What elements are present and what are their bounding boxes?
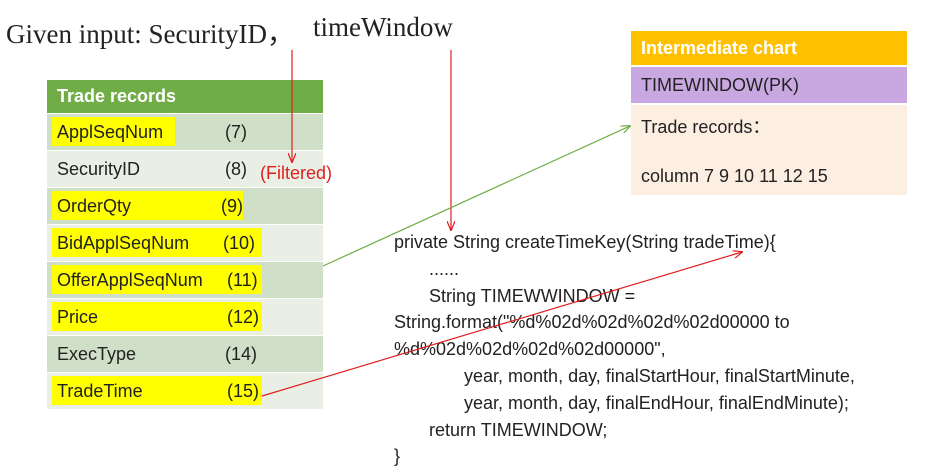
field-name: OrderQty (57, 196, 132, 216)
table-row: BidApplSeqNum (10) (47, 224, 323, 261)
table-row: OrderQty (9) (47, 187, 323, 224)
chart-body-line-2: column 7 9 10 11 12 15 (641, 166, 828, 186)
intermediate-chart-body: Trade records： column 7 9 10 11 12 15 (631, 105, 907, 195)
filtered-note: (Filtered) (260, 163, 333, 183)
field-number: (12) (227, 307, 260, 327)
table-row: TradeTime (15) (47, 372, 323, 409)
row-highlight (52, 191, 243, 220)
field-name: BidApplSeqNum (57, 233, 190, 253)
code-line: private String createTimeKey(String trad… (394, 232, 776, 252)
row-highlight (52, 302, 262, 331)
code-line: %d%02d%02d%02d%02d00000", (394, 339, 666, 360)
field-name: Price (57, 307, 99, 327)
table-row: OfferApplSeqNum (11) (47, 261, 323, 298)
field-number: (14) (225, 344, 258, 364)
row-highlight (52, 376, 262, 405)
code-line: ...... (394, 258, 460, 279)
field-number: (7) (225, 122, 247, 142)
primary-key-row: TIMEWINDOW(PK) (631, 67, 907, 103)
trade-records-header: Trade records (47, 80, 323, 113)
row-highlight (52, 228, 262, 257)
field-name: OfferApplSeqNum (57, 270, 203, 290)
field-number: (11) (227, 270, 258, 290)
field-name: ApplSeqNum (57, 122, 164, 142)
field-name: TradeTime (57, 381, 143, 401)
code-line: year, month, day, finalEndHour, finalEnd… (394, 392, 849, 413)
intermediate-chart-header: Intermediate chart (631, 31, 907, 65)
trade-time-arrow (261, 252, 742, 397)
given-input-label: Given input: SecurityID， (6, 19, 294, 49)
table-row: ExecType (14) (47, 335, 323, 372)
intermediate-chart: Intermediate chart TIMEWINDOW(PK) Trade … (631, 31, 907, 195)
given-input-heading: Given input: SecurityID， timeWindow (6, 12, 453, 51)
field-name: ExecType (57, 344, 137, 364)
time-window-label: timeWindow (313, 12, 453, 42)
field-name: SecurityID (57, 159, 141, 179)
code-line: year, month, day, finalStartHour, finalS… (394, 365, 855, 386)
trade-records-table: Trade records ApplSeqNum (7) SecurityID … (47, 80, 323, 409)
field-number: (15) (227, 381, 260, 401)
field-number: (10) (223, 233, 256, 253)
code-block: private String createTimeKey(String trad… (394, 229, 855, 470)
row-highlight (52, 265, 262, 294)
chart-body-line-1: Trade records： (641, 117, 771, 137)
row-highlight (52, 117, 175, 146)
trade-records-arrow (322, 126, 630, 267)
table-row: Price (12) (47, 298, 323, 335)
table-row: SecurityID (8) (47, 150, 323, 187)
code-line: String TIMEWWINDOW = (394, 285, 636, 306)
code-line: String.format("%d%02d%02d%02d%02d00000 t… (394, 312, 790, 333)
field-number: (9) (221, 196, 243, 216)
code-line: } (394, 446, 401, 467)
table-row: ApplSeqNum (7) (47, 113, 323, 150)
field-number: (8) (225, 159, 247, 179)
code-line: return TIMEWINDOW; (394, 419, 608, 440)
